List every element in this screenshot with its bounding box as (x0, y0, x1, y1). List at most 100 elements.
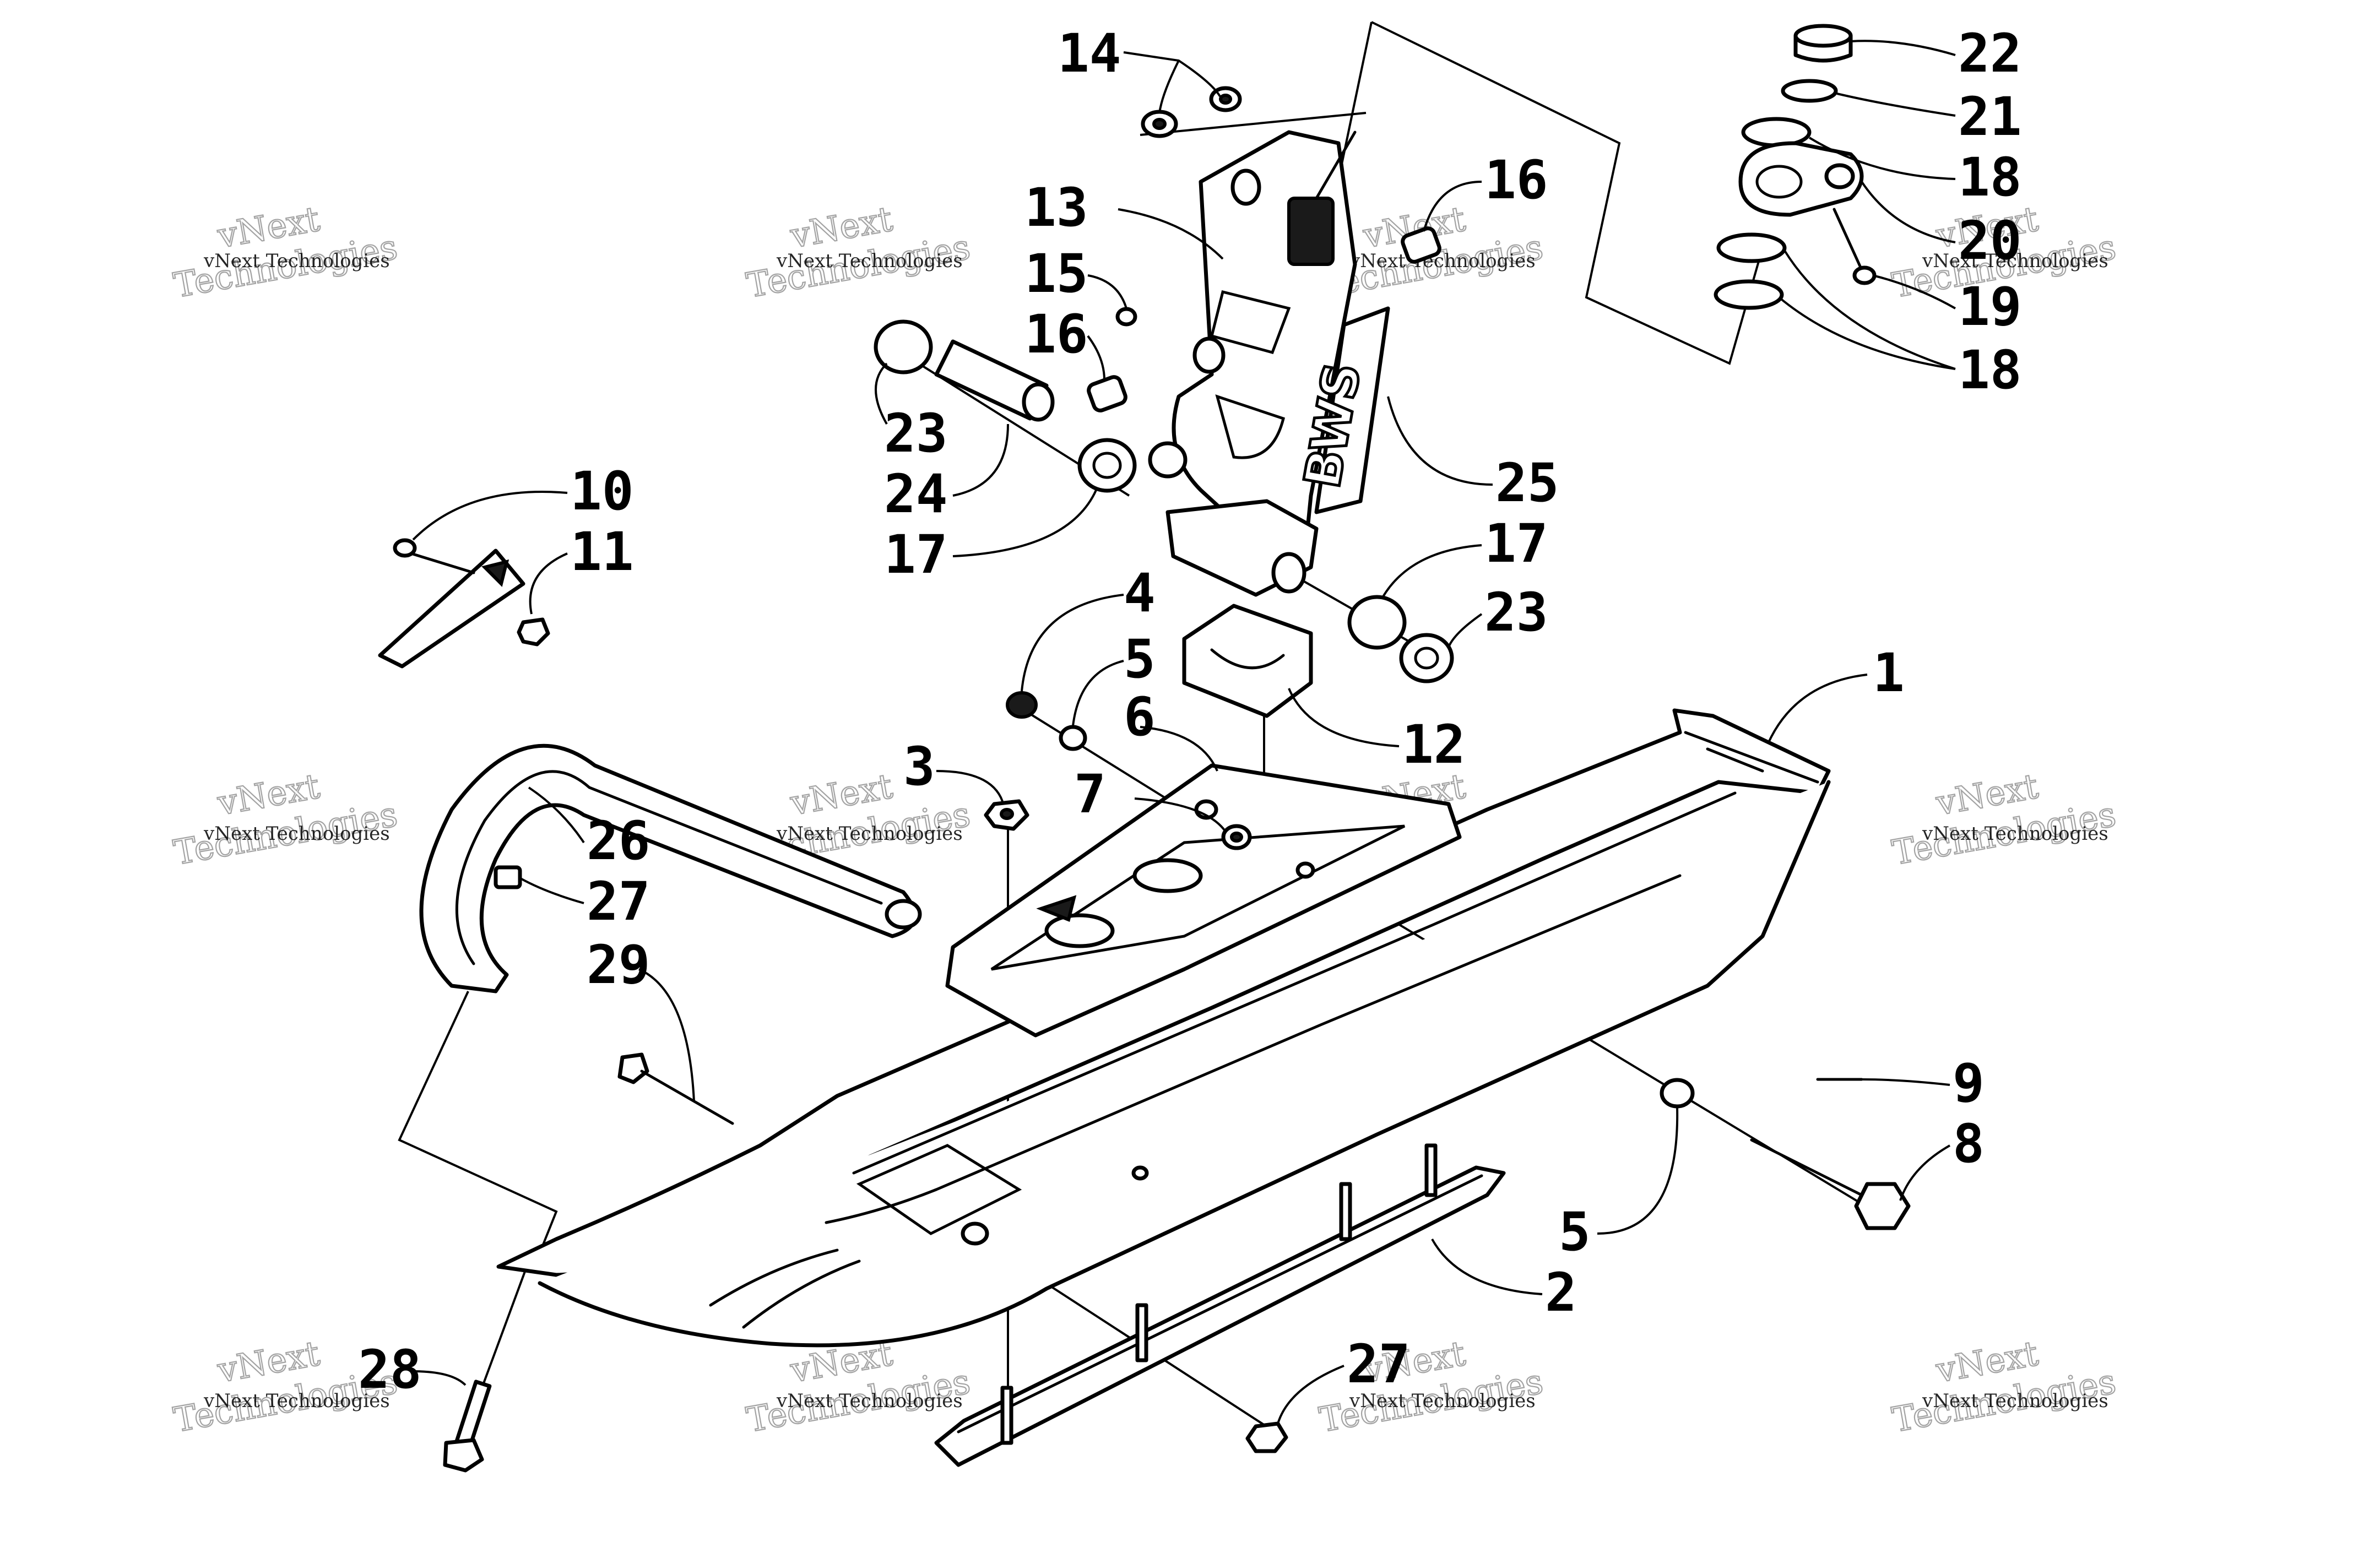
saddle-arrow-icon (1036, 895, 1077, 922)
watermark-r1c2: vNext Technologies vNext Technologies (743, 198, 974, 306)
leader-14 (1123, 51, 1221, 113)
leader-12 (1288, 688, 1400, 747)
callout-16b: 16 (1024, 303, 1088, 365)
callout-9: 9 (1953, 1052, 1985, 1114)
callout-5a: 5 (1124, 628, 1156, 690)
watermark-r2c4: vNext Technologies vNext Technologies (1889, 765, 2119, 873)
bushing-stack-lower (1347, 595, 1454, 683)
screw-10-head (393, 538, 417, 558)
saddle-inner (990, 824, 1406, 971)
watermark-brand-line: vNext Technologies (1349, 1390, 1536, 1412)
leader-28 (413, 1370, 467, 1386)
part-16-bushings (1087, 226, 1441, 412)
spindle-bottom-hole (1148, 441, 1188, 479)
guide-14-axis (1140, 112, 1367, 136)
callout-13: 13 (1024, 177, 1088, 238)
washer-7-hole (1230, 832, 1243, 843)
callout-8: 8 (1953, 1113, 1985, 1175)
nut-14-a-hole (1152, 118, 1167, 130)
bolt-19 (1833, 208, 1863, 271)
wear-bar-edge (957, 1174, 1483, 1433)
leader-21 (1836, 93, 1956, 117)
leader-13 (1118, 208, 1224, 260)
handle-inner-groove (455, 770, 883, 965)
damper-cradle (1210, 648, 1285, 670)
ski-rear-hole (1131, 1165, 1149, 1181)
callout-22: 22 (1958, 23, 2022, 84)
wear-bar-stud-4 (1424, 1143, 1438, 1197)
leader-26 (528, 786, 585, 844)
watermark-brand-line: vNext Technologies (203, 1390, 390, 1412)
wear-bar-stud-3 (1339, 1182, 1352, 1241)
callout-27b: 27 (1347, 1333, 1411, 1395)
ring-21 (1781, 79, 1838, 103)
part-10-11-clip (378, 538, 550, 669)
leader-5a (1072, 660, 1124, 726)
washer-18-mid (1716, 232, 1787, 263)
washer-18-top (1741, 117, 1812, 148)
bushing-17-upper (1077, 438, 1137, 493)
callout-3: 3 (903, 736, 935, 797)
washer-5-upper (1059, 725, 1087, 751)
leader-23b (1447, 613, 1483, 648)
callout-17a: 17 (884, 524, 948, 585)
bolt-8-shank (1750, 1138, 1874, 1202)
ski-tail-ridges (1684, 731, 1819, 784)
leader-5b (1597, 1106, 1679, 1235)
wear-bar-outline (934, 1165, 1506, 1467)
leader-19 (1872, 274, 1956, 309)
watermark-brand-line: vNext Technologies (1349, 250, 1536, 272)
callout-25: 25 (1495, 452, 1559, 514)
leader-24 (952, 423, 1009, 497)
ski-tip-groove (742, 1259, 861, 1329)
part-8-9-bolt (1750, 1078, 1911, 1230)
bushing-23-upper (874, 319, 933, 374)
bushing-16-upper (1401, 226, 1441, 264)
part-7-washer (1221, 824, 1252, 850)
spindle-face-cutout-1 (1210, 290, 1291, 355)
leader-lines (412, 40, 1956, 1424)
watermark-brand-line: vNext Technologies (776, 250, 963, 272)
leader-6 (1140, 726, 1218, 772)
callout-16a: 16 (1484, 149, 1548, 211)
watermark-r3c2: vNext Technologies vNext Technologies (743, 1332, 974, 1440)
bolt-8-head (1854, 1182, 1911, 1230)
guide-bolt-28-axis (481, 1261, 530, 1388)
guide-handle-to-tip (398, 991, 558, 1267)
bolt-19-head (1852, 265, 1877, 285)
ski-body (496, 708, 1831, 1348)
bolt-28-head (443, 1438, 484, 1473)
nut-4 (1006, 691, 1038, 719)
leader-17a (952, 490, 1097, 557)
guide-spindle-frame (1371, 21, 1764, 365)
leader-27b (1277, 1365, 1344, 1424)
bolt-29-shank (640, 1069, 734, 1125)
callout-18b: 18 (1958, 339, 2022, 401)
leader-10 (412, 491, 568, 541)
callout-29: 29 (587, 934, 650, 996)
leader-3 (936, 770, 1004, 802)
callout-17b: 17 (1484, 513, 1548, 574)
callout-5b: 5 (1559, 1201, 1591, 1263)
callout-12: 12 (1402, 714, 1466, 775)
callout-11: 11 (570, 521, 634, 583)
leader-20 (1861, 181, 1956, 243)
ski-spindle-pocket (856, 1144, 1022, 1235)
bushing-23-lower (1399, 633, 1454, 683)
leader-18b (1778, 249, 1956, 370)
saddle-slot-2 (1132, 858, 1203, 893)
ski-handle (419, 743, 922, 993)
leader-9 (1861, 1078, 1950, 1086)
callout-labels: 14 22 21 18 20 19 18 13 16 15 16 23 24 2… (358, 23, 2022, 1400)
damper-block (1182, 604, 1313, 718)
callout-1: 1 (1873, 642, 1905, 704)
leader-8 (1899, 1144, 1950, 1201)
leader-7 (1134, 797, 1227, 833)
nut-3-hole (1000, 808, 1014, 820)
spindle-upper-hole (1230, 169, 1261, 206)
part-3-nut (984, 799, 1029, 831)
leader-25 (1387, 396, 1493, 486)
nut-14-b-hole (1219, 94, 1232, 105)
callout-21: 21 (1958, 86, 2022, 148)
